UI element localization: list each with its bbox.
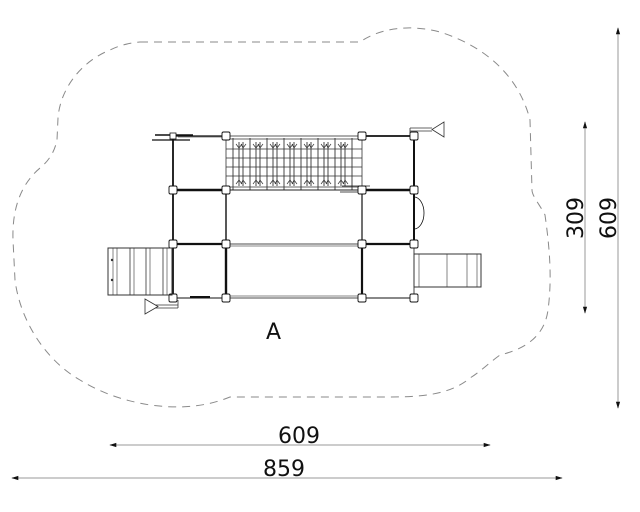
climbing-net xyxy=(225,135,363,191)
telescope-bottom-left xyxy=(144,298,179,315)
dimension-zone-depth: 609 xyxy=(597,27,622,409)
dimension-equipment-depth: 309 xyxy=(564,121,589,314)
dimension-equipment-width: 609 xyxy=(109,424,491,449)
posts xyxy=(168,131,419,303)
dimension-309-vertical: 309 xyxy=(564,197,589,239)
dimension-zone-width: 859 xyxy=(11,457,563,482)
dimension-859-horizontal: 859 xyxy=(263,457,305,482)
zone-label: A xyxy=(266,320,281,345)
steering-post xyxy=(152,132,224,141)
structure-frame xyxy=(172,135,425,299)
stairs xyxy=(107,247,173,296)
telescope-top-right xyxy=(409,121,445,138)
dimension-609-horizontal: 609 xyxy=(278,424,320,449)
safety-zone-outline xyxy=(12,27,551,408)
slide xyxy=(413,253,482,288)
dimension-609-vertical: 609 xyxy=(597,197,622,239)
